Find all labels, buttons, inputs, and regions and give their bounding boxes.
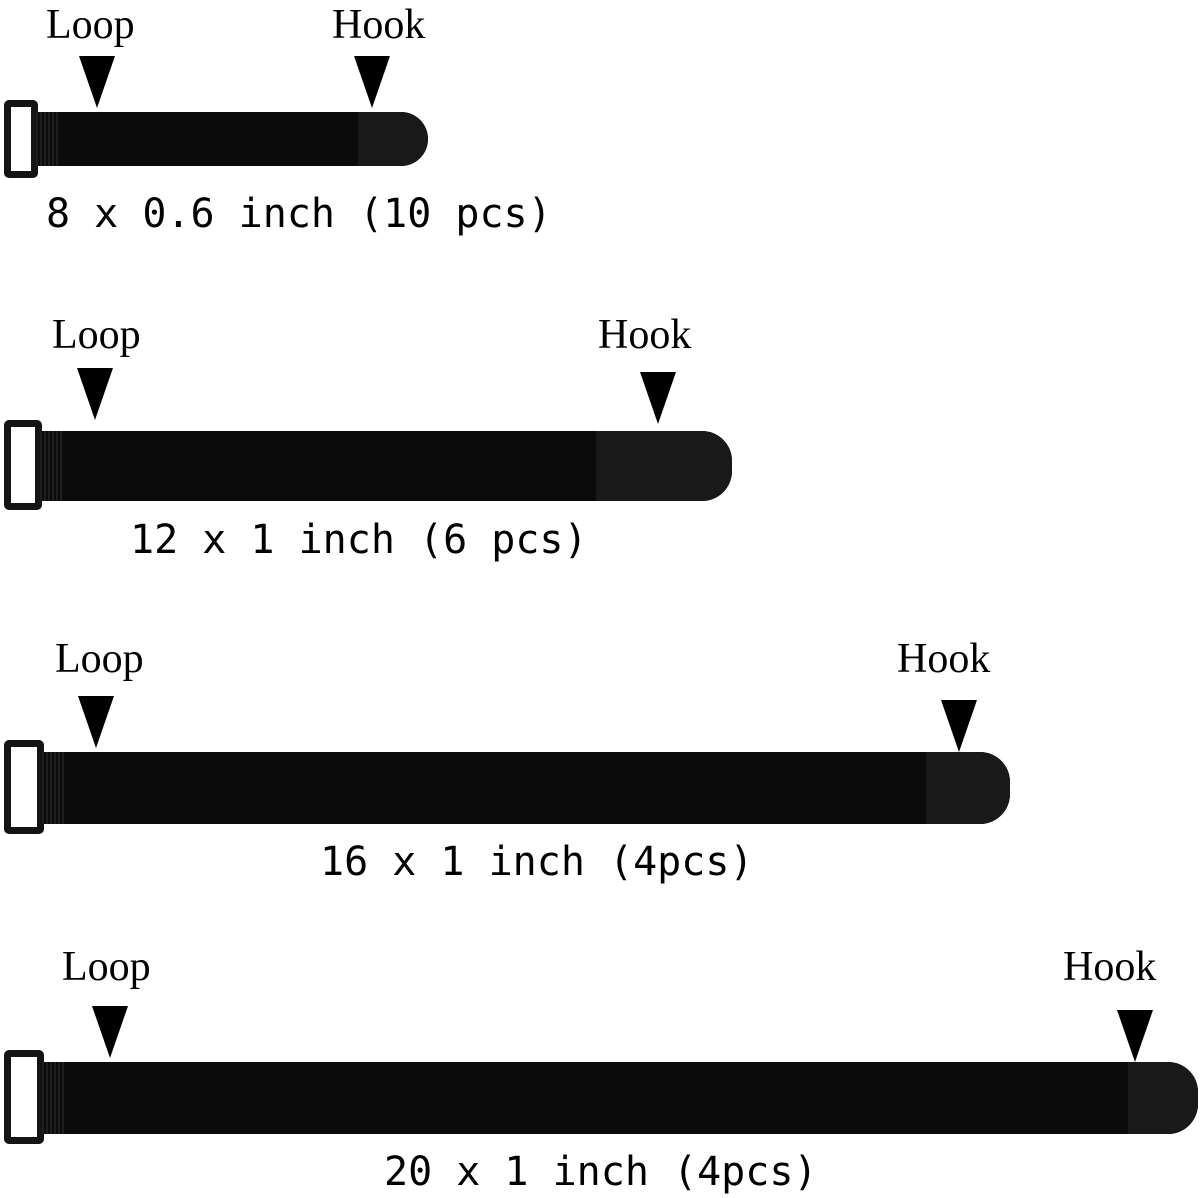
- size-label: 16 x 1 inch (4pcs): [320, 839, 754, 885]
- strap-16in: [42, 752, 1010, 824]
- strap-stitched-end: [40, 431, 62, 501]
- size-label: 20 x 1 inch (4pcs): [384, 1149, 818, 1195]
- hook-segment: [596, 431, 732, 501]
- buckle: [4, 1050, 44, 1144]
- hook-arrow-icon: [354, 56, 390, 108]
- strap-stitched-end: [36, 112, 58, 166]
- loop-arrow-icon: [79, 56, 115, 108]
- size-label: 8 x 0.6 inch (10 pcs): [46, 191, 552, 237]
- loop-arrow-icon: [77, 368, 113, 420]
- buckle: [4, 420, 42, 510]
- strap-20in: [42, 1062, 1198, 1134]
- loop-label: Loop: [52, 312, 141, 358]
- hook-arrow-icon: [941, 700, 977, 752]
- strap-group-8in: Loop Hook 8 x 0.6 inch (10 pcs): [0, 0, 1200, 250]
- loop-label: Loop: [55, 636, 144, 682]
- hook-arrow-icon: [1117, 1010, 1153, 1062]
- loop-arrow-icon: [78, 696, 114, 748]
- hook-segment: [1128, 1062, 1198, 1134]
- loop-label: Loop: [46, 2, 135, 48]
- hook-arrow-icon: [640, 372, 676, 424]
- buckle: [4, 100, 38, 178]
- hook-label: Hook: [1063, 944, 1157, 990]
- strap-stitched-end: [42, 1062, 64, 1134]
- strap-12in: [40, 431, 732, 501]
- strap-group-12in: Loop Hook 12 x 1 inch (6 pcs): [0, 300, 1200, 580]
- hook-segment: [926, 752, 1010, 824]
- loop-arrow-icon: [92, 1006, 128, 1058]
- hook-label: Hook: [598, 312, 692, 358]
- strap-group-20in: Loop Hook 20 x 1 inch (4pcs): [0, 930, 1200, 1198]
- strap-stitched-end: [42, 752, 64, 824]
- hook-label: Hook: [897, 636, 991, 682]
- strap-group-16in: Loop Hook 16 x 1 inch (4pcs): [0, 624, 1200, 894]
- strap-8in: [36, 112, 428, 166]
- buckle: [4, 740, 44, 834]
- size-label: 12 x 1 inch (6 pcs): [130, 517, 588, 563]
- hook-segment: [358, 112, 428, 166]
- hook-label: Hook: [332, 2, 426, 48]
- loop-label: Loop: [62, 944, 151, 990]
